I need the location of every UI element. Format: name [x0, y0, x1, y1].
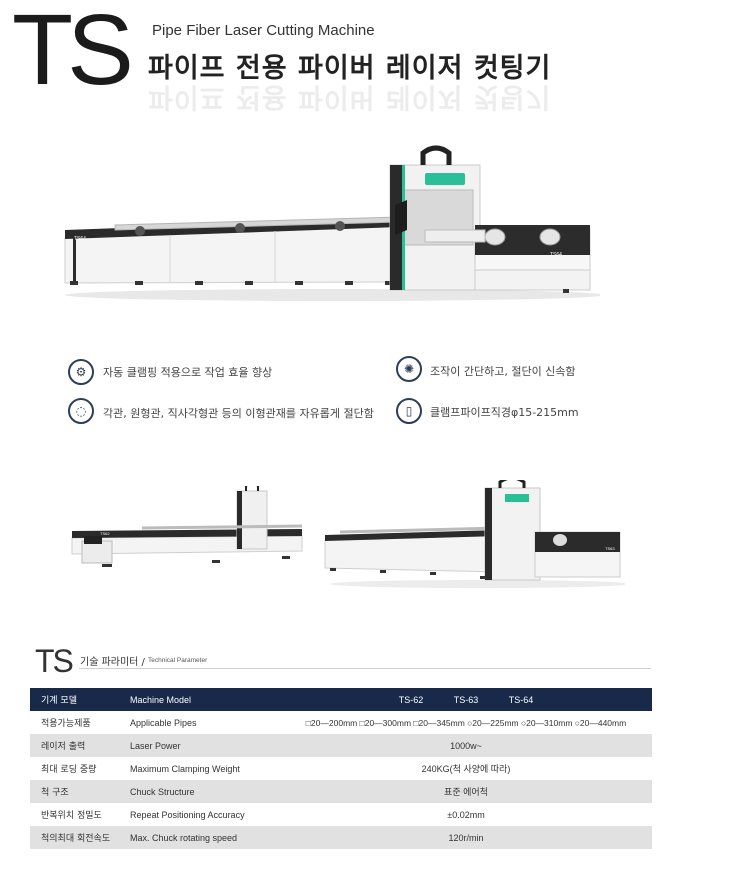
feature-clamp-diameter: 클램프파이프직경φ15-215mm — [430, 406, 579, 419]
table-row: 반복위치 정밀도 Repeat Positioning Accuracy ±0.… — [30, 803, 652, 826]
table-row: 척의최대 회전속도 Max. Chuck rotating speed 120r… — [30, 826, 652, 849]
row-label-en: Max. Chuck rotating speed — [130, 832, 238, 843]
main-machine-image — [64, 145, 600, 301]
row-label-en: Maximum Clamping Weight — [130, 763, 240, 774]
gears-icon: ⚙ — [68, 359, 94, 385]
table-row: 레이저 출력 Laser Power 1000w~ — [30, 734, 652, 757]
dial-icon: ✺ — [396, 356, 422, 382]
row-label-ko: 적용가능제품 — [41, 719, 91, 729]
header-ko: 기계 모델 — [41, 696, 77, 706]
subtitle-korean: 파이프 전용 파이버 레이저 컷팅기 — [148, 53, 552, 84]
table-row: 최대 로딩 중량 Maximum Clamping Weight 240KG(척… — [30, 757, 652, 780]
table-row: 척 구조 Chuck Structure 표준 에어척 — [30, 780, 652, 803]
row-label-en: Repeat Positioning Accuracy — [130, 809, 245, 820]
spec-table: 기계 모델 Machine Model TS-62 TS-63 TS-64 적용… — [30, 688, 652, 849]
tube-icon: ▯ — [396, 398, 422, 424]
machine-image-ts63 — [324, 480, 625, 588]
row-label-ko: 척의최대 회전속도 — [41, 834, 111, 844]
machine-label-left: TS64 — [74, 236, 86, 242]
model-ts63: TS-63 — [453, 694, 479, 705]
machine-label-ts63: TS63 — [605, 546, 615, 551]
row-value: 1000w~ — [450, 740, 482, 751]
row-label-ko: 최대 로딩 중량 — [41, 765, 97, 775]
feature-shape-cutting: 각관, 원형관, 직사각형관 등의 이형관재를 자유롭게 절단함 — [103, 407, 374, 420]
model-ts64: TS-64 — [508, 694, 534, 705]
row-label-en: Laser Power — [130, 740, 181, 751]
ts-logo: TS — [12, 0, 134, 106]
row-label-ko: 척 구조 — [41, 788, 69, 798]
row-value: ±0.02mm — [447, 809, 485, 820]
model-ts62: TS-62 — [398, 694, 424, 705]
table-header-row: 기계 모델 Machine Model TS-62 TS-63 TS-64 — [30, 688, 652, 711]
row-value: 240KG(척 사양에 따라) — [421, 764, 511, 774]
header-models: TS-62 TS-63 TS-64 — [280, 695, 652, 705]
subtitle-english: Pipe Fiber Laser Cutting Machine — [152, 22, 375, 39]
row-label-ko: 반복위치 정밀도 — [41, 811, 102, 821]
machine-label-ts62: TS62 — [100, 531, 110, 536]
row-value: 120r/min — [448, 832, 484, 843]
feature-simple-operation: 조작이 간단하고, 절단이 신속함 — [430, 365, 576, 378]
feature-auto-clamping: 자동 클램핑 적용으로 작업 효율 향상 — [103, 366, 273, 379]
parameter-title-korean: 기술 파라미터 / — [80, 657, 145, 668]
header-en: Machine Model — [130, 694, 192, 705]
row-value: 표준 에어척 — [444, 787, 488, 797]
machine-label-right: TS64 — [550, 252, 562, 258]
pipes-icon: ◌ — [68, 398, 94, 424]
parameter-title-english: Technical Parameter — [148, 657, 208, 664]
row-label-ko: 레이저 출력 — [41, 742, 86, 752]
row-label-en: Chuck Structure — [130, 786, 195, 797]
subtitle-reflection: 파이프 전용 파이버 레이저 컷팅기 — [148, 81, 552, 112]
parameter-divider — [79, 668, 651, 669]
row-label-en: Applicable Pipes — [130, 717, 197, 728]
row-value: □20—200mm □20—300mm □20—345mm ○20—225mm … — [305, 717, 627, 728]
parameter-ts-logo: TS — [35, 643, 74, 679]
table-row: 적용가능제품 Applicable Pipes □20—200mm □20—30… — [30, 711, 652, 734]
machine-image-ts62 — [71, 486, 303, 567]
